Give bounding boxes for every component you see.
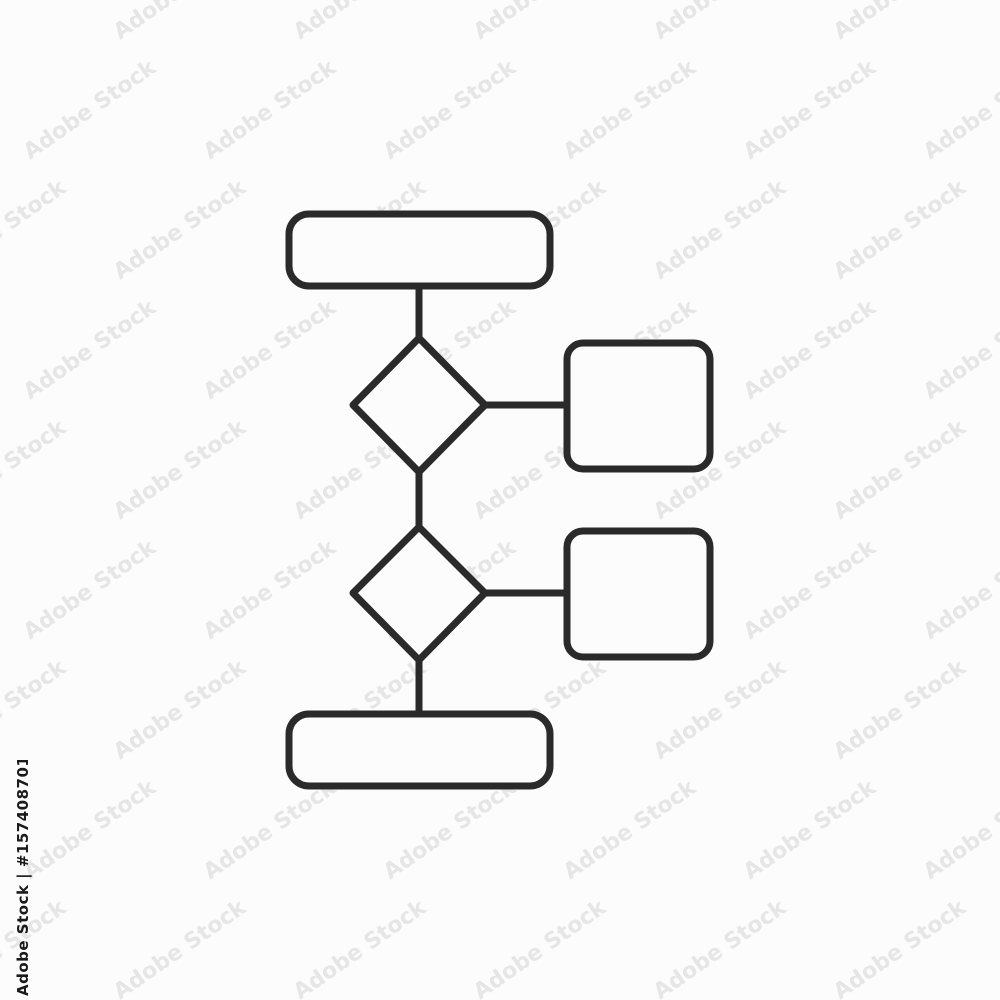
stock-id-label: Adobe Stock | #1574087014 [14,760,33,996]
stock-id-text: Adobe Stock | #1574087014 [14,760,33,996]
start-node [285,210,554,290]
decision-node-2 [349,523,489,664]
process-node-1 [563,339,714,473]
decision-node-1 [349,334,489,476]
process-node-2 [563,527,714,661]
end-node [285,710,554,790]
